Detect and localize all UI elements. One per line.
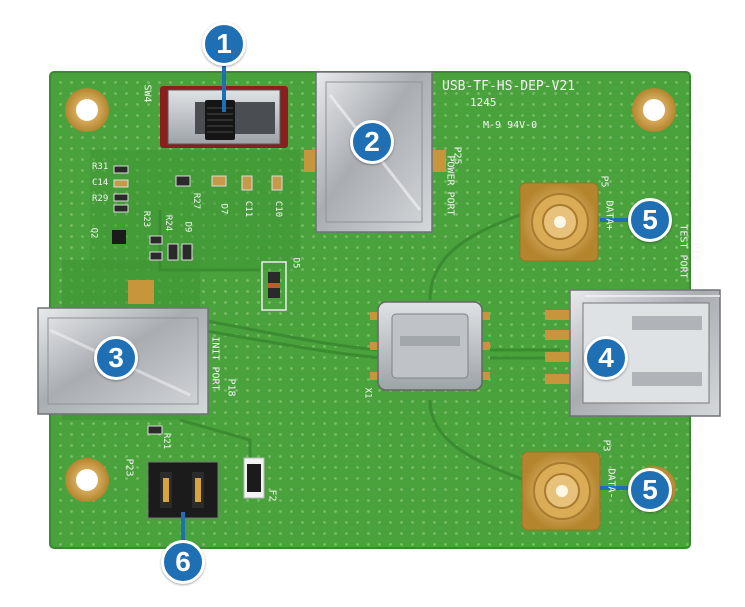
- date-code-label: 1245: [470, 96, 497, 109]
- c14-label: C14: [92, 178, 109, 188]
- r23-label: R23: [141, 210, 152, 228]
- usb-a-test-port: [545, 289, 721, 417]
- data-minus-label: DATA-: [605, 468, 617, 499]
- p3-label: P3: [600, 439, 612, 452]
- callout-6: 6: [161, 540, 205, 584]
- mounting-hole: [632, 88, 676, 132]
- diode-d5: [261, 261, 287, 311]
- test-port-label: TEST PORT: [677, 224, 689, 279]
- f2-label: F2: [266, 489, 278, 502]
- callout-5-data-minus: 5: [628, 468, 672, 512]
- callout-3: 3: [94, 336, 138, 380]
- p17-label: P17: [689, 242, 701, 261]
- p18-label: P18: [225, 378, 237, 397]
- callout-1: 1: [202, 22, 246, 66]
- r27-label: R27: [191, 192, 202, 210]
- data-plus-label: DATA+: [603, 200, 615, 231]
- sw4-label: SW4: [141, 84, 153, 103]
- d5-label: D5: [290, 257, 301, 269]
- p23-label: P23: [123, 458, 135, 477]
- resistor-r21: [147, 425, 163, 435]
- callout-5-data-plus: 5: [628, 198, 672, 242]
- q2-label: Q2: [88, 227, 99, 239]
- p5-label: P5: [598, 175, 610, 188]
- mounting-hole: [65, 88, 109, 132]
- init-port-label: INIT PORT: [209, 336, 221, 391]
- x1-label: X1: [362, 387, 373, 399]
- r29-label: R29: [92, 194, 109, 204]
- flammability-label: M-9 94V-0: [483, 120, 538, 131]
- r24-label: R24: [163, 214, 174, 232]
- board-name-label: USB-TF-HS-DEP-V21: [442, 79, 576, 94]
- slide-switch: [160, 86, 288, 148]
- sma-connector-data-plus: [519, 182, 599, 262]
- r21-label: R21: [161, 432, 172, 450]
- c11-label: C11: [243, 200, 254, 218]
- c10-label: C10: [273, 200, 284, 218]
- mounting-hole: [65, 458, 109, 502]
- smd-components: [112, 165, 283, 261]
- callout-2: 2: [350, 120, 394, 164]
- sma-connector-data-minus: [521, 451, 601, 531]
- d7-label: D7: [218, 203, 229, 215]
- fuse-f2: [243, 457, 265, 499]
- crystal-x1: [370, 301, 490, 391]
- jumper-header: [147, 461, 219, 519]
- d9-label: D9: [182, 221, 193, 233]
- power-port-label: POWER PORT: [444, 155, 456, 216]
- r31-label: R31: [92, 162, 109, 172]
- callout-4: 4: [584, 336, 628, 380]
